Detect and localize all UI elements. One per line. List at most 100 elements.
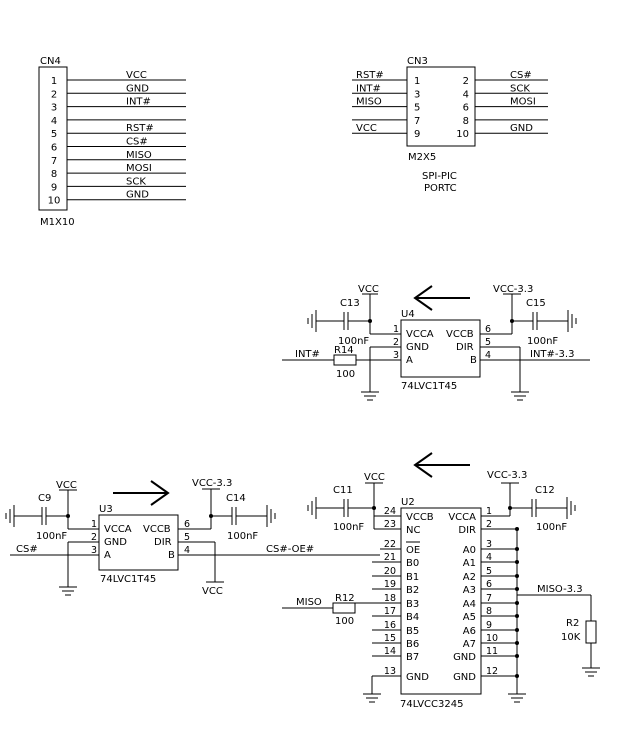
u2-value: 74LVCC3245 [400, 699, 463, 710]
u3-vccb: VCCB [143, 524, 171, 535]
u4-vcca: VCCA [406, 329, 434, 340]
u2-pin-name-left: OE [406, 545, 420, 556]
u3-ref: U3 [99, 504, 113, 515]
cn3-pin-net-right: MOSI [510, 97, 536, 108]
u2-pin-number-left: 19 [384, 579, 396, 590]
u4-pin-6: 6 [485, 324, 491, 335]
c11-val: 100nF [333, 522, 364, 533]
u2-pin-number-left: 15 [384, 633, 396, 644]
u3-value: 74LVC1T45 [100, 574, 156, 585]
u2-pin-number-right: 9 [486, 620, 492, 631]
u2-pin-name-right: A1 [463, 558, 476, 569]
u4-pin-3: 3 [393, 350, 399, 361]
u2-net-miso33: MISO-3.3 [537, 584, 583, 595]
u3-net-out: CS#-OE# [266, 544, 314, 555]
u3-vcca: VCCA [104, 524, 132, 535]
u4-net-vcc33: VCC-3.3 [493, 284, 533, 295]
cn4-pin-net: INT# [126, 97, 151, 108]
cn4-pin-net: MISO [126, 150, 152, 161]
u2-pin-name-right: GND [453, 652, 476, 663]
u3-pin-2: 2 [91, 532, 97, 543]
u2-pin-name-left: B1 [406, 572, 419, 583]
u2-pin-name-left: B0 [406, 558, 419, 569]
u2-pin-number-right: 6 [486, 579, 492, 590]
u2-pin-number-left: 21 [384, 552, 396, 563]
cn3-pin-number-left: 9 [414, 129, 420, 140]
cn4-pin-number: 6 [51, 143, 57, 154]
cn4-pin-number: 8 [51, 169, 57, 180]
r12-val: 100 [335, 616, 354, 627]
c12-val: 100nF [536, 522, 567, 533]
cn3-pin-number-right: 2 [463, 76, 469, 87]
u3-net-in: CS# [16, 544, 38, 555]
r14-body [333, 354, 357, 366]
connector-cn4: CN4 M1X10 1VCC2GND3INT#45RST#6CS#7MISO8M… [38, 56, 186, 228]
u2-pin-name-right: A5 [463, 612, 476, 623]
u3-pin-5: 5 [184, 532, 190, 543]
u3-pin-6: 6 [184, 519, 190, 530]
cn4-pin-number: 1 [51, 76, 57, 87]
u3-gnd: GND [104, 537, 127, 548]
u2-pin-name-left: B2 [406, 585, 419, 596]
u3-a: A [104, 550, 111, 561]
u2-net-vcc: VCC [364, 472, 385, 483]
u2-pin-name-left: NC [406, 525, 420, 536]
cn3-pin-number-left: 1 [414, 76, 420, 87]
c14-val: 100nF [227, 531, 258, 542]
cn3-pin-net-left: RST# [356, 70, 384, 81]
u2-pin-name-left: B7 [406, 652, 419, 663]
u3-level-shifter: U3 74LVC1T45 VCCA GND A VCCB DIR B 1 2 3… [5, 478, 380, 597]
u3-net-dir: VCC [202, 586, 223, 597]
u2-pin-number-left: 18 [384, 593, 396, 604]
cn4-pin-net: RST# [126, 123, 154, 134]
cn3-pin-number-right: 4 [463, 89, 469, 100]
cn4-pin-net: SCK [126, 176, 146, 187]
cn3-pin-number-left: 7 [414, 116, 420, 127]
cn4-value: M1X10 [40, 217, 75, 228]
u2-pin-name-left: B3 [406, 599, 419, 610]
u3-net-vcc: VCC [56, 480, 77, 491]
u2-pin-number-left: 20 [384, 566, 396, 577]
c11-ref: C11 [333, 485, 353, 496]
cn4-ref: CN4 [40, 56, 61, 67]
u2-pin-name-left: VCCB [406, 512, 434, 523]
u2-pin-name-left: B4 [406, 612, 419, 623]
u3-pin-1: 1 [91, 519, 97, 530]
u2-net-miso: MISO [296, 597, 322, 608]
u4-net-out: INT#-3.3 [530, 349, 574, 360]
c15-ref: C15 [526, 298, 546, 309]
cn3-pin-net-left: MISO [356, 97, 382, 108]
r14-ref: R14 [334, 345, 354, 356]
u2-pin-name-right: A7 [463, 639, 476, 650]
u3-dir: DIR [154, 537, 172, 548]
u4-dir: DIR [456, 342, 474, 353]
cn4-pin-net: CS# [126, 137, 148, 148]
cn3-pin-number-left: 3 [414, 89, 420, 100]
u4-a: A [406, 355, 413, 366]
u2-pin-name-right: DIR [458, 525, 476, 536]
u2-bus-transceiver: U2 74LVCC3245 24VCCB23NC22OE21B020B119B2… [282, 452, 600, 710]
cn3-pin-net-left: INT# [356, 83, 381, 94]
cn4-pin-number: 9 [51, 182, 57, 193]
u2-pin-name-right: A6 [463, 626, 476, 637]
u4-value: 74LVC1T45 [401, 381, 457, 392]
u2-pin-number-left: 16 [384, 620, 396, 631]
r12-ref: R12 [335, 593, 355, 604]
cn3-value: M2X5 [408, 152, 436, 163]
r2-val: 10K [561, 632, 581, 643]
cn4-pin-net: GND [126, 83, 149, 94]
cn3-pin-number-right: 10 [456, 129, 469, 140]
u2-pin-name-right: A2 [463, 572, 476, 583]
cn4-pin-number: 5 [51, 129, 57, 140]
u2-pin-number-right: 10 [486, 633, 498, 644]
u4-body [400, 319, 481, 378]
u2-pin-name-right: A0 [463, 545, 476, 556]
u2-pin-number-right: 12 [486, 666, 498, 677]
cn4-pin-number: 2 [51, 89, 57, 100]
cn4-pin-number: 10 [48, 196, 61, 207]
cn3-pin-net-right: CS# [510, 70, 532, 81]
u2-pin-number-right: 8 [486, 606, 492, 617]
cn3-pin-number-left: 5 [414, 103, 420, 114]
u4-level-shifter: U4 74LVC1T45 VCCA GND A VCCB DIR B 1 2 3… [282, 284, 590, 401]
u2-pin-number-left: 17 [384, 606, 396, 617]
